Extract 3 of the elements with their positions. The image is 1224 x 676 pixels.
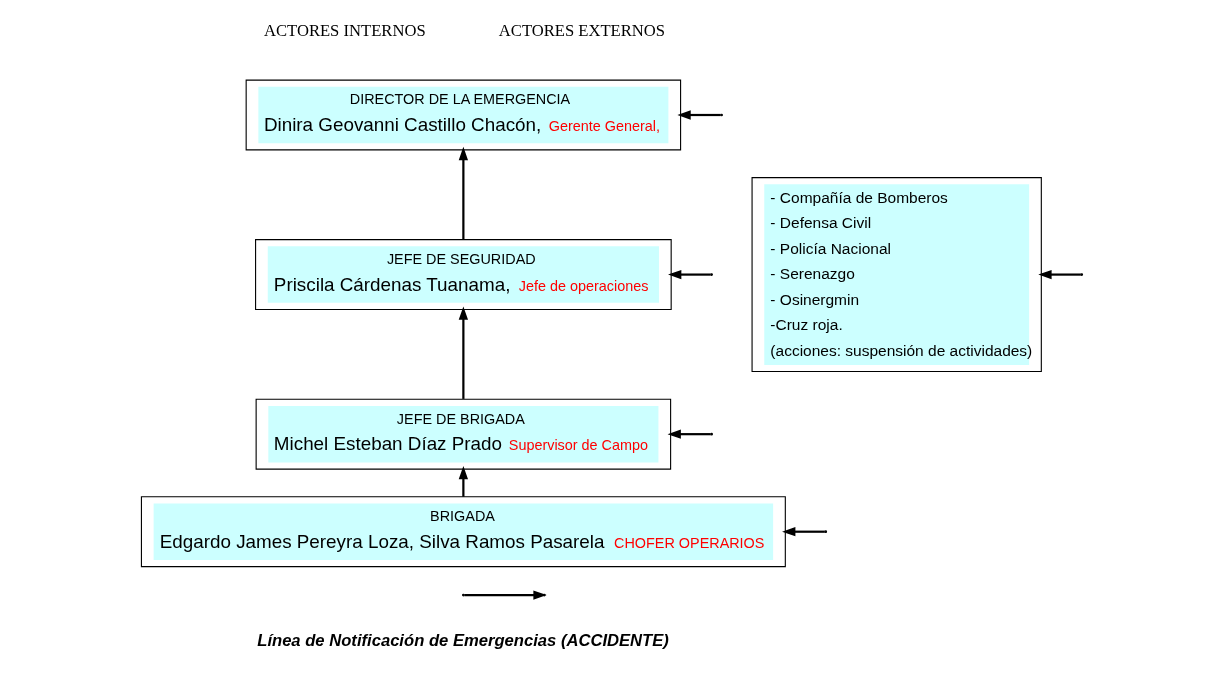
label: ACTORES INTERNOS xyxy=(263,21,426,41)
legend-label: Línea de Notificación de Emergencias (ACCIDENTE) xyxy=(257,631,669,651)
label: ACTORES EXTERNOS xyxy=(498,21,666,41)
